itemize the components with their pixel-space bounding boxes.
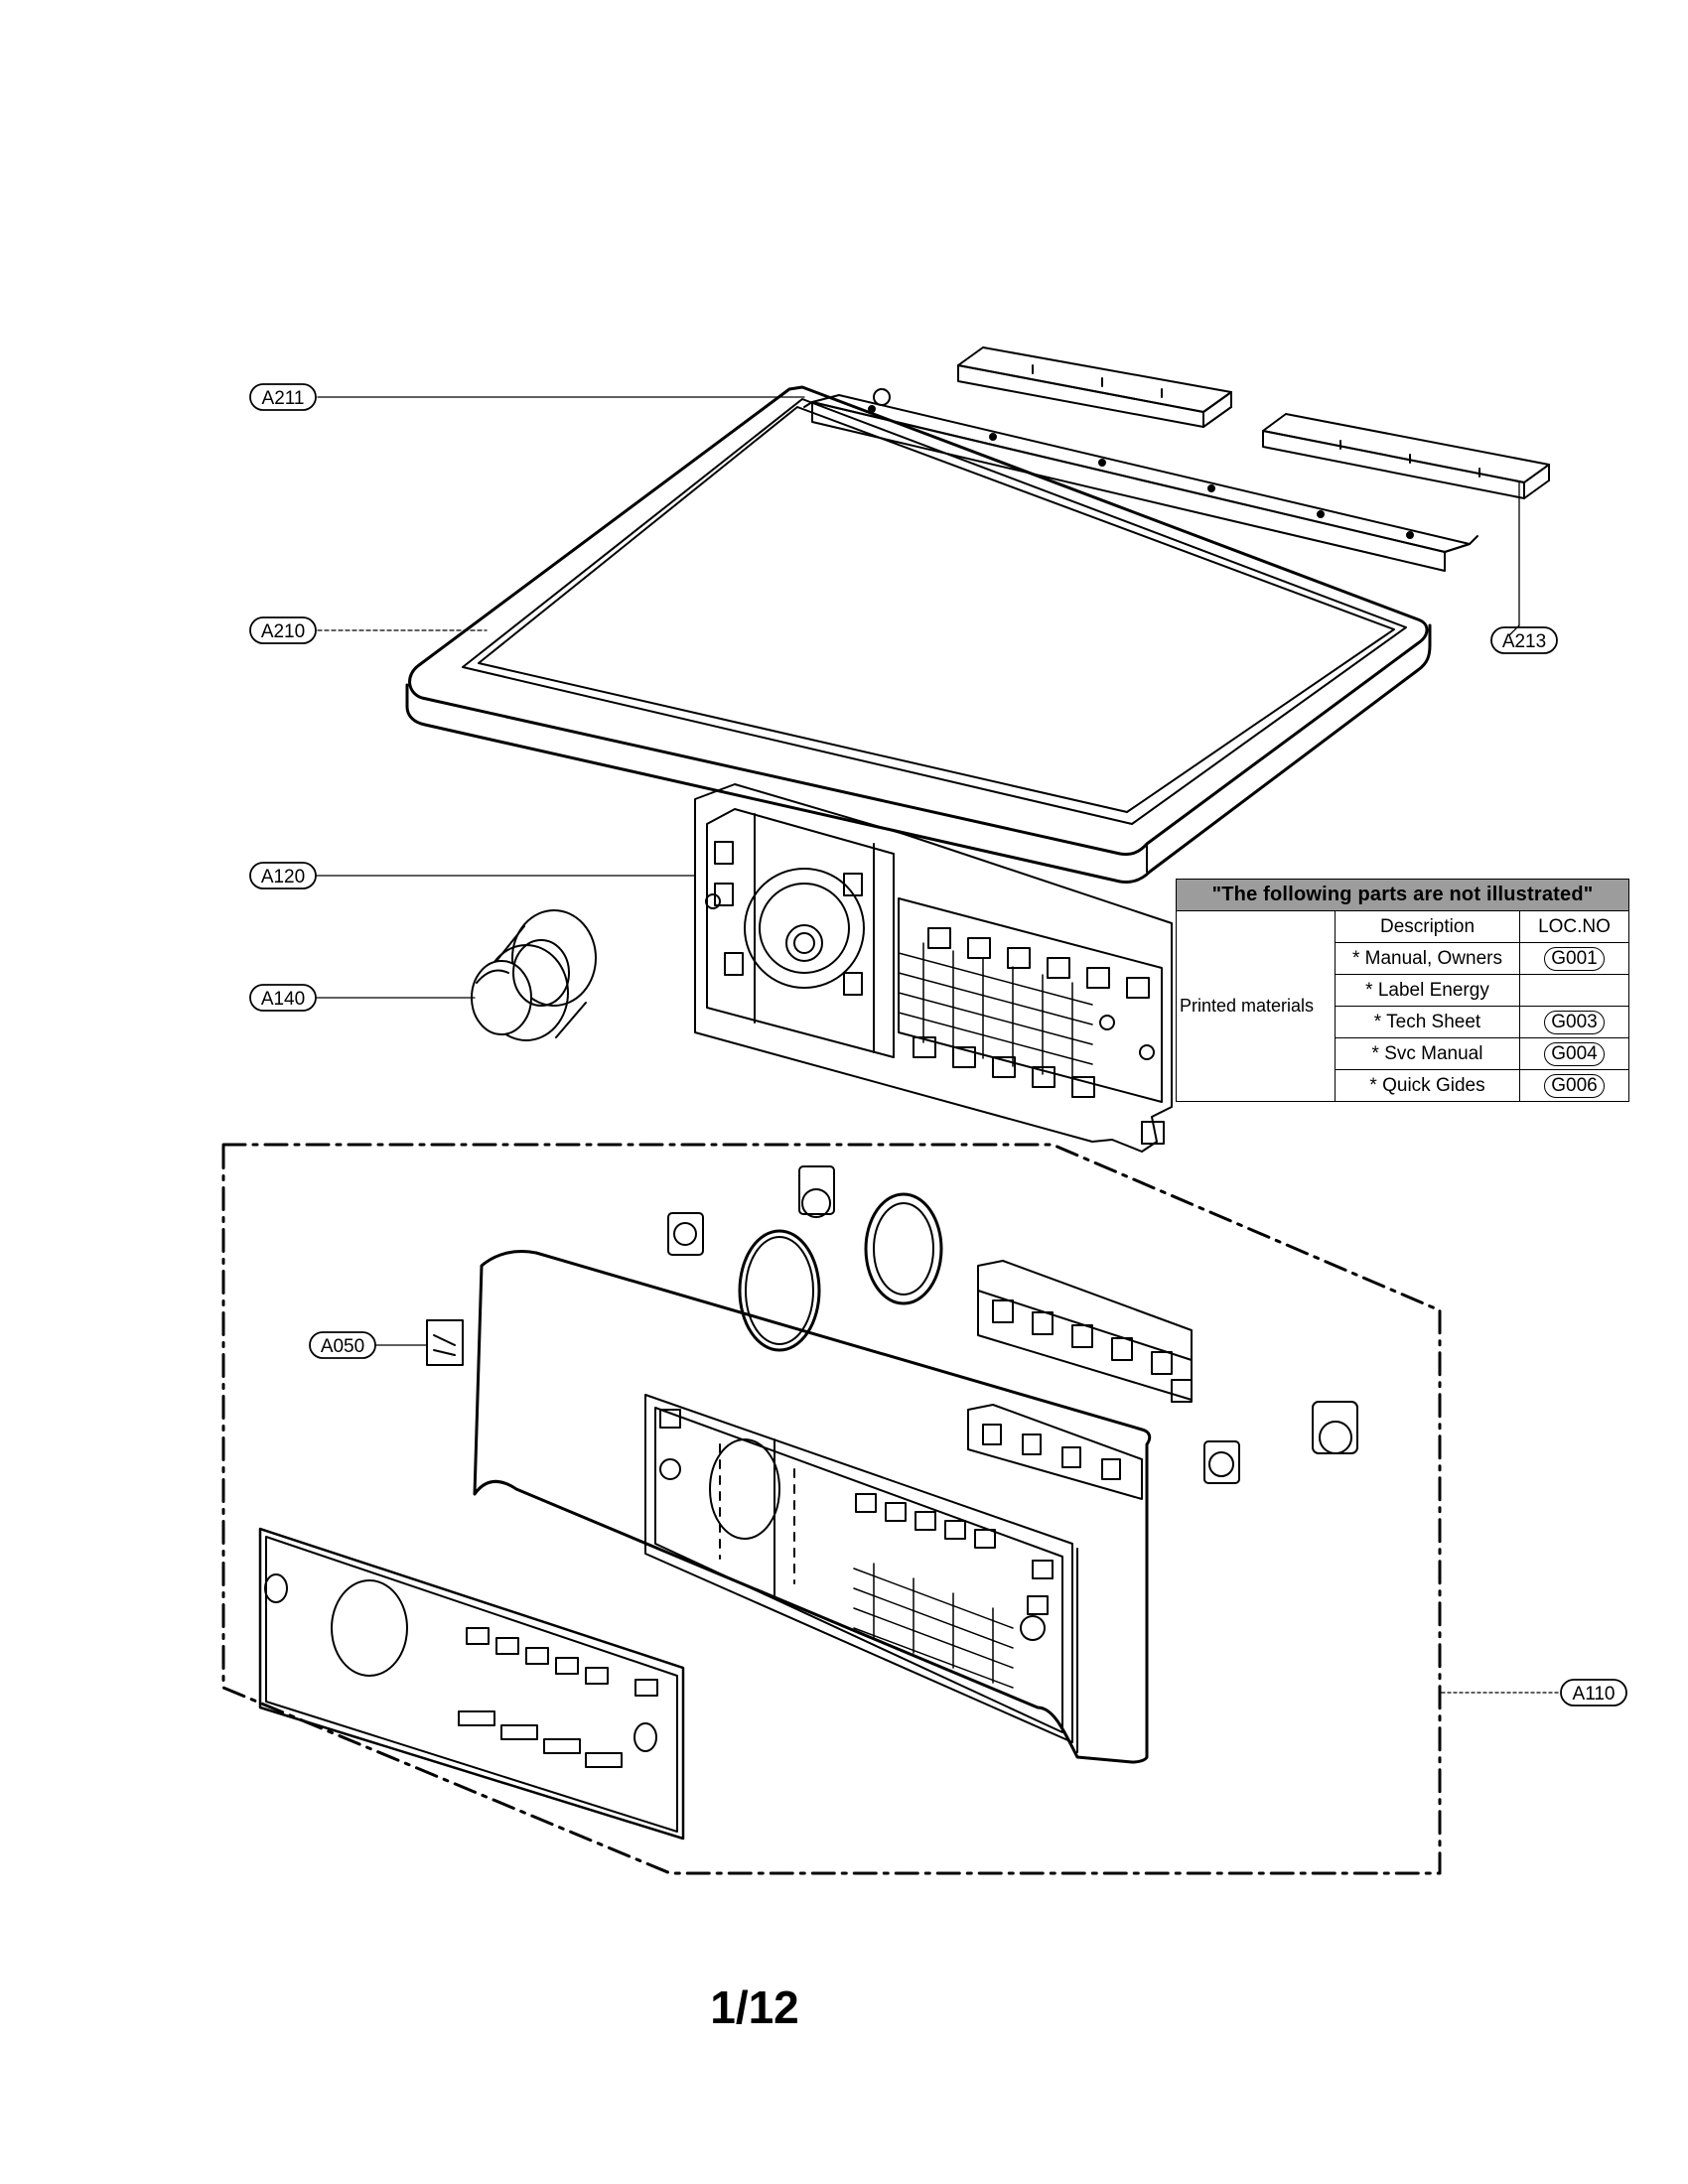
callout-a140: A140	[249, 984, 317, 1012]
group-label: Printed materials	[1176, 910, 1336, 1102]
callout-a213: A213	[1490, 626, 1558, 654]
callout-a120: A120	[249, 862, 317, 889]
control-panel-a110-part	[258, 1165, 1358, 1841]
not-illustrated-parts-table: "The following parts are not illustrated…	[1175, 879, 1630, 1102]
page-number: 1/12	[710, 1981, 799, 2033]
callout-a211: A211	[249, 383, 317, 411]
assembly-boundary-a110	[221, 1143, 1442, 1875]
svg-text:A213: A213	[1502, 631, 1546, 652]
bracket-a213-part-2	[1262, 413, 1550, 499]
rail-a211-part	[803, 388, 1478, 572]
row-description: * Label Energy	[1335, 974, 1520, 1007]
row-locno: G003	[1544, 1010, 1605, 1034]
row-locno-empty	[1518, 974, 1630, 1007]
table-row: * Quick Gides G006	[1177, 1069, 1630, 1102]
callout-a050: A050	[309, 1331, 376, 1359]
bracket-a213-part	[957, 346, 1232, 428]
row-locno: G006	[1544, 1073, 1605, 1098]
svg-text:A140: A140	[261, 989, 305, 1010]
pcb-bracket-a120-part	[694, 783, 1173, 1153]
row-description: * Manual, Owners	[1335, 942, 1520, 975]
row-description: * Svc Manual	[1335, 1037, 1520, 1070]
row-locno: G001	[1544, 946, 1605, 971]
pcb-grid	[898, 942, 1093, 1083]
table-title: "The following parts are not illustrated…	[1175, 879, 1630, 911]
callout-a210: A210	[249, 616, 317, 644]
panel-grid	[853, 1563, 1014, 1689]
row-description: * Tech Sheet	[1335, 1006, 1520, 1038]
knob-a140-part	[471, 909, 597, 1041]
svg-text:A050: A050	[321, 1336, 364, 1357]
leader-lines	[315, 396, 1562, 1694]
row-locno: G004	[1544, 1041, 1605, 1066]
svg-text:A210: A210	[261, 621, 305, 642]
callout-a110: A110	[1560, 1679, 1627, 1706]
svg-text:A211: A211	[262, 388, 305, 409]
svg-text:A110: A110	[1573, 1684, 1616, 1705]
top-cover-a210-part	[405, 385, 1432, 884]
column-header-locno: LOC.NO	[1518, 910, 1630, 943]
column-header-description: Description	[1335, 910, 1520, 943]
svg-text:A120: A120	[261, 867, 305, 887]
table-row: * Svc Manual G004	[1177, 1037, 1630, 1070]
row-description: * Quick Gides	[1335, 1069, 1520, 1102]
table-row: * Label Energy	[1177, 974, 1630, 1007]
